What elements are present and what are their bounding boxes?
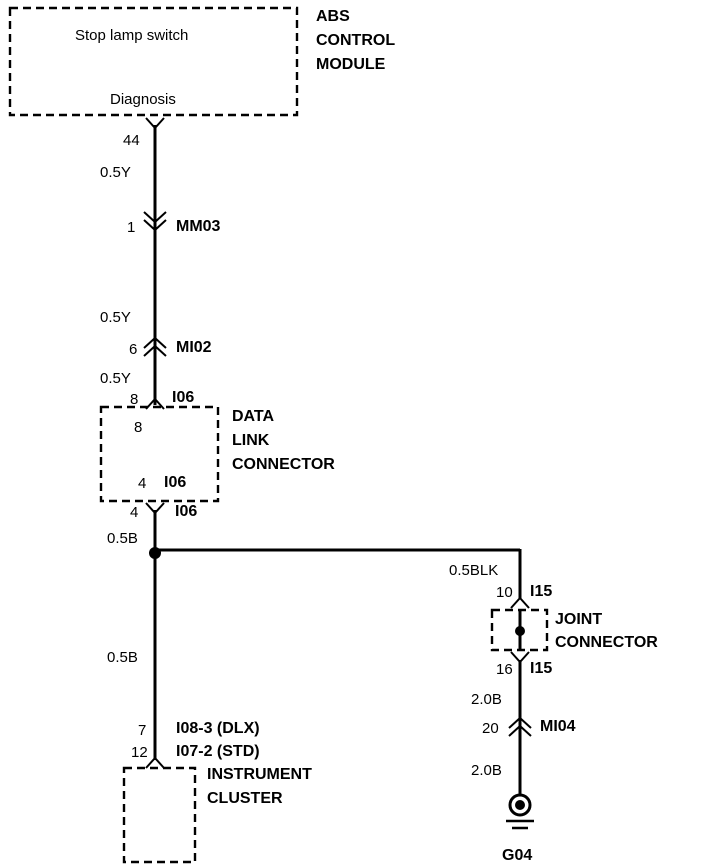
- wire-label-05b-1: 0.5B: [107, 530, 138, 547]
- dlc-top-pin: 8: [130, 391, 138, 408]
- cluster-pin-dlx: 7: [138, 722, 146, 739]
- joint-bottom-pin: 16: [496, 661, 513, 678]
- instrument-cluster-box: [122, 766, 197, 864]
- dlc-bottom-pin: 4: [130, 504, 138, 521]
- abs-title-line-1: ABS: [316, 8, 350, 25]
- wire-label-05b-2: 0.5B: [107, 649, 138, 666]
- cluster-title-line-2: CLUSTER: [207, 790, 283, 807]
- connector-mm03-symbol: [143, 211, 167, 232]
- mi02-pin: 6: [129, 341, 137, 358]
- mi04-pin: 20: [482, 720, 499, 737]
- dlc-title-line-3: CONNECTOR: [232, 456, 335, 473]
- dlc-top-name: I06: [172, 389, 194, 406]
- wire-label-20b-2: 2.0B: [471, 762, 502, 779]
- abs-pin-44: 44: [123, 132, 140, 149]
- cluster-title-line-1: INSTRUMENT: [207, 766, 312, 783]
- joint-splice-dot: [515, 626, 525, 636]
- dlc-inner-bottom-name: I06: [164, 474, 186, 491]
- joint-top-pin: 10: [496, 584, 513, 601]
- mm03-name: MM03: [176, 218, 221, 235]
- stop-lamp-switch-label: Stop lamp switch: [75, 27, 188, 44]
- diagnosis-label: Diagnosis: [110, 91, 176, 108]
- ground-ring-center: [515, 800, 525, 810]
- dlc-title-line-1: DATA: [232, 408, 275, 425]
- cluster-pin-std: 12: [131, 744, 148, 761]
- ground-name: G04: [502, 847, 532, 864]
- data-link-connector-box: [99, 405, 220, 503]
- joint-title-line-1: JOINT: [555, 611, 602, 628]
- wire-label-05y-1: 0.5Y: [100, 164, 131, 181]
- joint-title-line-2: CONNECTOR: [555, 634, 658, 651]
- cluster-terminal: [145, 756, 165, 769]
- dlc-title-line-2: LINK: [232, 432, 270, 449]
- dlc-bottom-name: I06: [175, 503, 197, 520]
- mi04-name: MI04: [540, 718, 576, 735]
- dlc-inner-top-pin: 8: [134, 419, 142, 436]
- abs-control-module-box: [8, 6, 299, 117]
- joint-top-name: I15: [530, 583, 552, 600]
- abs-title-line-2: CONTROL: [316, 32, 395, 49]
- dlc-inner-bottom-pin: 4: [138, 475, 146, 492]
- ground-ring: [508, 793, 532, 817]
- cluster-label-std: I07-2 (STD): [176, 743, 260, 760]
- abs-title-line-3: MODULE: [316, 56, 386, 73]
- connector-mi02-symbol: [143, 336, 167, 357]
- wire-label-05y-3: 0.5Y: [100, 370, 131, 387]
- mi02-name: MI02: [176, 339, 212, 356]
- cluster-label-dlx: I08-3 (DLX): [176, 720, 260, 737]
- connector-mi04-symbol: [508, 716, 532, 737]
- wire-label-05blk: 0.5BLK: [449, 562, 498, 579]
- dlc-top-terminal: [145, 397, 165, 410]
- wire-label-20b-1: 2.0B: [471, 691, 502, 708]
- mm03-pin: 1: [127, 219, 135, 236]
- wire-label-05y-2: 0.5Y: [100, 309, 131, 326]
- joint-top-terminal: [510, 596, 530, 609]
- joint-bottom-name: I15: [530, 660, 552, 677]
